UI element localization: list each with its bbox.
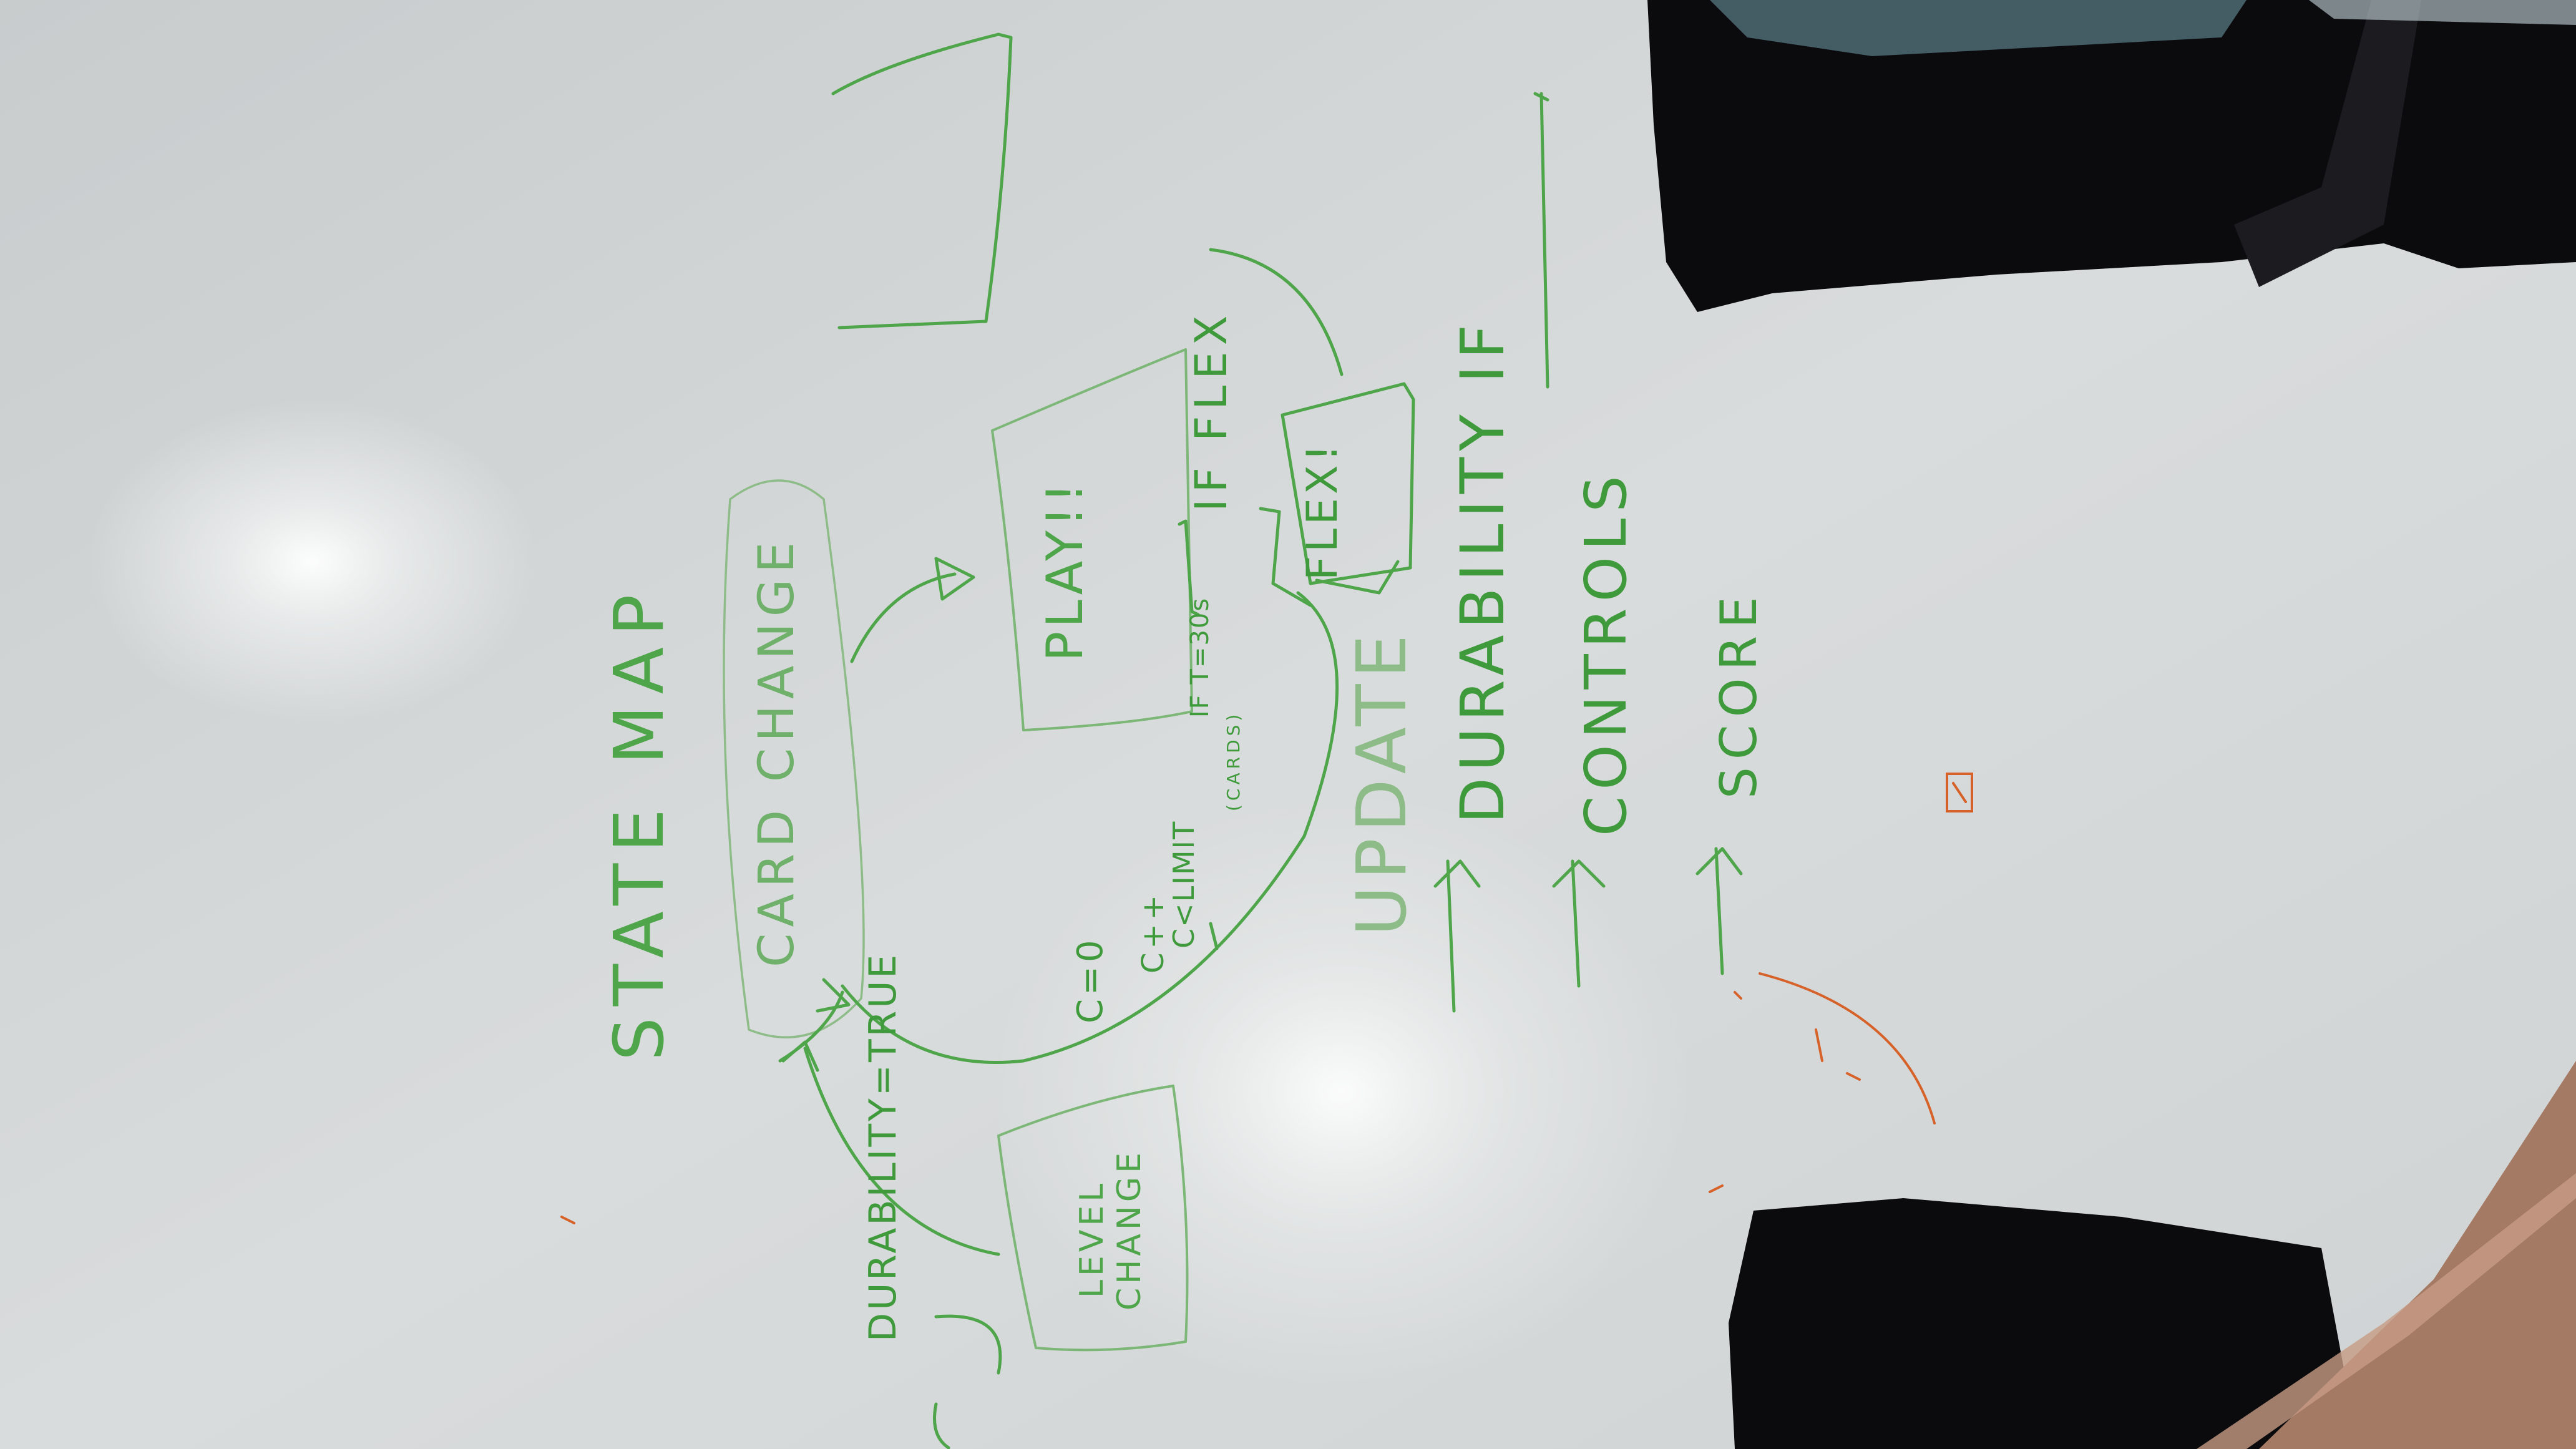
- light-glare-left: [87, 399, 537, 724]
- play-node: PLAY!!: [1036, 479, 1094, 661]
- chair-top-right: [1647, 0, 2576, 312]
- orange-box-mark: [1946, 773, 1973, 812]
- if-t-label: IF T=30s: [1186, 597, 1214, 718]
- state-map-title: STATE MAP: [599, 583, 679, 1061]
- c-inc-label: C++: [1136, 891, 1171, 973]
- diagram-strokes: [723, 32, 1743, 1449]
- top-curve: [1209, 248, 1344, 376]
- level-change-box: [997, 1085, 1189, 1352]
- update-heading: UPDATE: [1342, 628, 1422, 936]
- if-flex-label: IF FLEX: [1186, 309, 1237, 512]
- update-item-durability: DURABILITY IF: [1448, 318, 1518, 824]
- level-change-node-line-2: CHANGE: [1111, 1148, 1148, 1310]
- level-change-node-line-1: LEVEL: [1073, 1179, 1111, 1298]
- orange-curve: [1759, 972, 1936, 1125]
- c-limit-label: C<LIMIT: [1167, 820, 1201, 949]
- update-arrow-2: [1552, 859, 1606, 988]
- bracket-flex: [1178, 519, 1200, 617]
- orange-dash-2: [1815, 1028, 1823, 1062]
- flex-box: [1281, 382, 1415, 585]
- update-arrow-4: [1209, 922, 1219, 950]
- top-box: [831, 32, 1013, 329]
- orange-dash-1: [1734, 991, 1742, 1000]
- flex-node: FLEX!: [1298, 441, 1347, 580]
- orange-dash-5: [1846, 1072, 1861, 1081]
- update-item-controls: CONTROLS: [1573, 469, 1639, 836]
- side-mark-right: [1533, 92, 1549, 389]
- flex-check: [1315, 560, 1400, 595]
- durability-true-label: DURABILITY=TRUE: [861, 952, 905, 1342]
- light-glare-center: [992, 793, 1691, 1392]
- card-change-node: CARD CHANGE: [749, 535, 805, 967]
- arrow-left-bottom: [933, 1314, 1002, 1449]
- play-arrow: [850, 557, 975, 663]
- orange-dash-3: [560, 1216, 575, 1224]
- c-limit-sub-label: (CARDS): [1223, 710, 1244, 811]
- orange-dash-4: [1709, 1184, 1724, 1193]
- play-box: [991, 348, 1193, 731]
- card-arrow-curve: [841, 591, 1339, 1064]
- orange-marks: [560, 773, 1973, 1224]
- update-arrow-1: [1433, 859, 1481, 1013]
- update-item-score: SCORE: [1710, 589, 1768, 799]
- c-zero-label: C=0: [1070, 936, 1111, 1023]
- level-to-card-arrow: [781, 1040, 1000, 1256]
- bracket-flex-2: [1259, 507, 1312, 607]
- update-arrow-3: [1695, 847, 1743, 975]
- card-change-box: [723, 479, 865, 1038]
- chair-bottom-right: [1729, 1061, 2576, 1449]
